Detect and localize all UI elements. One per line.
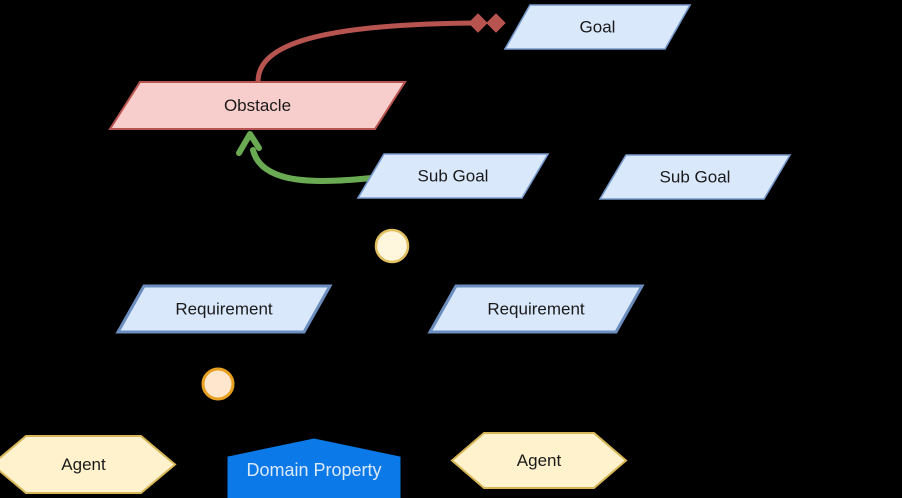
operationalization-circle-icon — [201, 367, 235, 401]
node-subgoal-2[interactable]: Sub Goal — [598, 154, 792, 200]
node-operationalization-circle-lower[interactable] — [201, 367, 235, 401]
requirement-shape — [427, 284, 645, 334]
node-refinement-circle-upper[interactable] — [374, 228, 410, 264]
node-agent-2[interactable]: Agent — [450, 432, 628, 489]
node-requirement-2[interactable]: Requirement — [427, 284, 645, 334]
agent-shape — [0, 435, 177, 494]
agent-shape — [450, 432, 628, 489]
resolution-arrowhead-open-icon — [236, 131, 262, 156]
node-domain-property[interactable]: Domain Property — [227, 438, 401, 498]
node-requirement-1[interactable]: Requirement — [115, 284, 333, 334]
resolution-edge[interactable] — [236, 131, 375, 184]
goal-shape — [503, 4, 692, 50]
obstacle-shape — [108, 81, 407, 130]
node-subgoal-1[interactable]: Sub Goal — [356, 153, 550, 199]
obstruction-edge-path — [255, 20, 481, 85]
requirement-shape — [115, 284, 333, 334]
obstruction-edge[interactable] — [255, 13, 506, 85]
refinement-layer — [201, 228, 410, 401]
node-obstacle[interactable]: Obstacle — [108, 81, 407, 130]
node-goal[interactable]: Goal — [503, 4, 692, 50]
goal-shape — [356, 153, 550, 199]
node-agent-1[interactable]: Agent — [0, 435, 177, 494]
edge-layer — [236, 13, 506, 184]
goal-shape — [598, 154, 792, 200]
domain-property-shape — [227, 438, 401, 498]
obstruction-arrowhead-double-diamond-icon — [468, 13, 506, 33]
refinement-circle-icon — [374, 228, 410, 264]
resolution-edge-path — [250, 147, 375, 184]
